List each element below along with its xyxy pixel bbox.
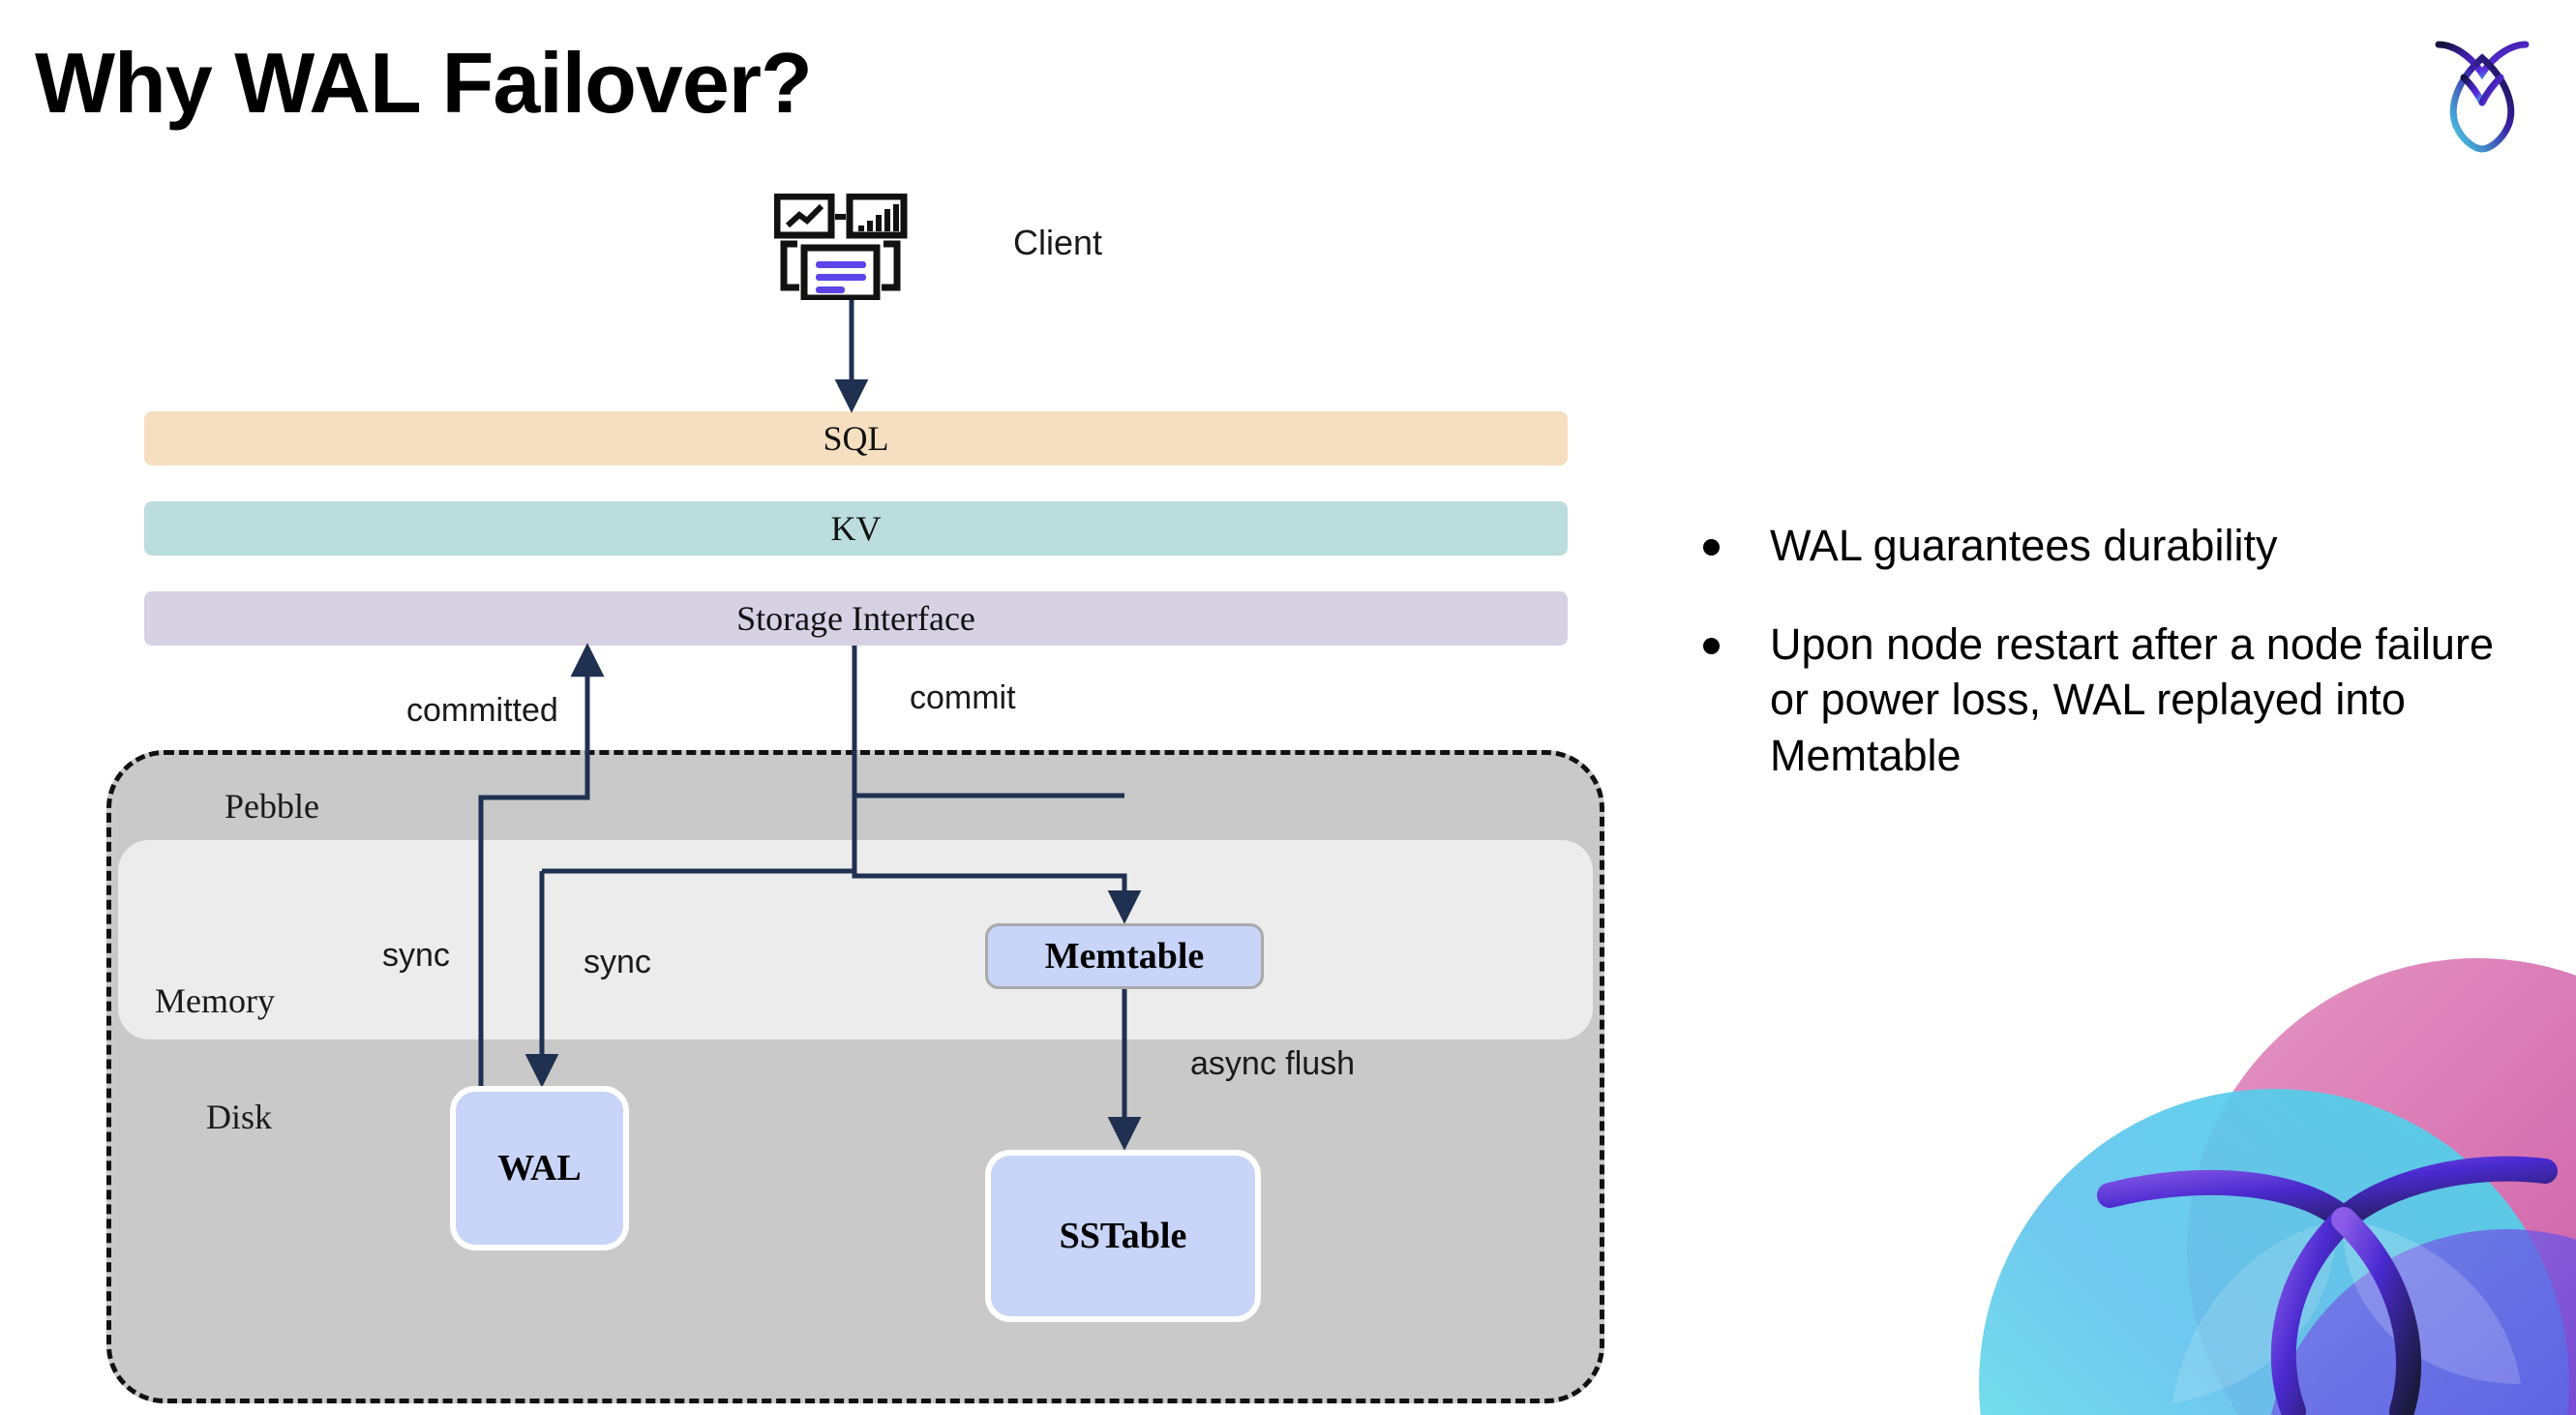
edge-label-commit: commit [910, 679, 1016, 716]
layer-sql: SQL [144, 411, 1568, 466]
layer-kv: KV [144, 501, 1568, 556]
diagram-edges [478, 300, 1142, 1151]
client-label: Client [1013, 223, 1103, 262]
bullet-text: WAL guarantees durability [1770, 521, 2278, 570]
disk-label: Disk [206, 1098, 273, 1136]
node-sstable: SSTable [985, 1150, 1261, 1322]
layer-kv-label: KV [830, 509, 882, 548]
node-sstable-label: SSTable [1059, 1216, 1187, 1256]
edge-label-committed: committed [406, 692, 558, 729]
memory-label: Memory [155, 981, 275, 1020]
edge-label-sync-left: sync [382, 937, 450, 974]
bullet-dot-icon [1703, 637, 1720, 654]
page-title: Why WAL Failover? [35, 35, 813, 131]
bullet-dot-icon [1703, 539, 1720, 556]
layer-sql-label: SQL [823, 419, 889, 458]
cockroach-logo-icon [2410, 27, 2555, 153]
bullet-list: WAL guarantees durability Upon node rest… [1703, 518, 2506, 826]
layer-storage-interface: Storage Interface [144, 591, 1568, 646]
list-item: WAL guarantees durability [1703, 518, 2506, 574]
layer-storage-interface-label: Storage Interface [736, 599, 975, 638]
cockroach-gradient-art [1964, 929, 2576, 1415]
pebble-label: Pebble [225, 787, 319, 826]
node-memtable-label: Memtable [1044, 936, 1205, 977]
node-wal-label: WAL [497, 1148, 582, 1189]
client-dashboard-icon [773, 193, 929, 302]
node-memtable: Memtable [985, 923, 1264, 989]
bullet-text: Upon node restart after a node failure o… [1770, 618, 2494, 780]
edge-label-sync-right: sync [584, 944, 651, 980]
list-item: Upon node restart after a node failure o… [1703, 617, 2506, 784]
node-wal: WAL [450, 1086, 629, 1250]
edge-label-async-flush: async flush [1190, 1045, 1356, 1082]
architecture-diagram: Client SQL KV Storage Interface Pebble M… [106, 193, 1604, 1403]
